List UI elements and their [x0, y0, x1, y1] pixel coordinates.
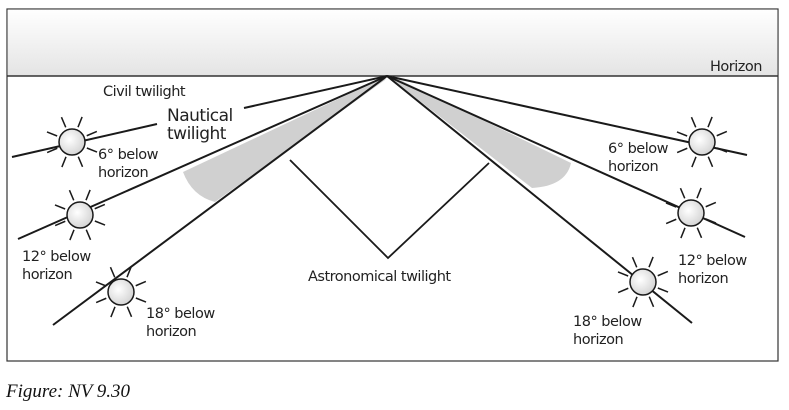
sun-disc — [66, 201, 94, 229]
sun-ray — [705, 218, 717, 224]
sun-ray — [95, 281, 107, 287]
left-6-label-2: horizon — [98, 165, 148, 181]
sun-ray — [676, 131, 688, 137]
sun-ray — [94, 220, 106, 226]
sun-ray — [648, 296, 655, 308]
right-18-label-2: horizon — [573, 332, 623, 348]
right-18-label-1: 18° below — [573, 314, 642, 330]
astronomical-v-marker — [289, 159, 490, 260]
sun-ray — [696, 187, 702, 199]
left-12-label-2: horizon — [22, 267, 72, 283]
left-18-label-2: horizon — [146, 324, 196, 340]
right-shaded-wedge — [390, 76, 571, 188]
civil-twilight-label: Civil twilight — [103, 84, 186, 100]
sun-ray — [690, 116, 697, 128]
sun-ray — [85, 229, 92, 241]
sun-ray — [665, 218, 677, 225]
right-12-label-1: 12° below — [678, 253, 747, 269]
right-civil-line — [386, 75, 748, 156]
sun-ray — [68, 189, 75, 201]
sun-right-18-icon — [617, 256, 669, 308]
left-civil-line-upper — [243, 75, 388, 109]
sun-ray — [696, 227, 703, 239]
sun-ray — [54, 204, 66, 210]
sun-ray — [657, 270, 669, 277]
sun-left-6-icon — [46, 116, 98, 168]
sun-ray — [86, 147, 98, 153]
left-12-label-1: 12° below — [22, 249, 91, 265]
sun-ray — [657, 287, 669, 293]
sun-disc — [629, 268, 657, 296]
nautical-twilight-label-1: Nautical — [167, 106, 233, 126]
sun-disc — [58, 128, 86, 156]
horizon-label: Horizon — [710, 59, 762, 75]
sun-ray — [60, 116, 67, 128]
sun-ray — [617, 287, 629, 294]
sun-ray — [135, 280, 147, 287]
left-18-label-1: 18° below — [146, 306, 215, 322]
sun-ray — [632, 296, 638, 308]
sun-ray — [86, 130, 98, 137]
right-12-label-2: horizon — [678, 271, 728, 287]
sun-ray — [648, 256, 654, 268]
sun-ray — [77, 156, 84, 168]
left-6-label-1: 6° below — [98, 147, 159, 163]
sun-right-6-icon — [676, 116, 728, 168]
sun-right-12-icon — [665, 187, 717, 239]
sun-left-12-icon — [54, 189, 106, 241]
sun-ray — [631, 256, 638, 268]
sun-ray — [679, 187, 686, 199]
nautical-twilight-label-2: twilight — [167, 124, 227, 144]
sun-ray — [716, 130, 728, 137]
sun-disc — [688, 128, 716, 156]
sky-band — [7, 9, 778, 77]
sun-ray — [77, 116, 83, 128]
sun-ray — [680, 227, 686, 239]
sun-ray — [126, 266, 132, 278]
sun-ray — [707, 116, 713, 128]
sun-ray — [54, 220, 66, 227]
sun-ray — [716, 147, 728, 153]
sun-ray — [61, 156, 67, 168]
sun-ray — [691, 156, 697, 168]
sun-ray — [707, 156, 714, 168]
sun-ray — [94, 203, 106, 210]
astronomical-twilight-label: Astronomical twilight — [308, 269, 451, 285]
sun-ray — [126, 306, 133, 318]
sun-ray — [95, 297, 107, 304]
sun-ray — [110, 306, 116, 318]
figure-caption: Figure: NV 9.30 — [6, 381, 131, 402]
sun-ray — [109, 266, 116, 278]
sun-ray — [705, 201, 717, 208]
sun-disc — [107, 278, 135, 306]
left-astronomical-line — [52, 75, 388, 326]
sun-ray — [676, 147, 688, 154]
sun-ray — [46, 147, 58, 154]
right-6-label-2: horizon — [608, 159, 658, 175]
sun-left-18-icon — [95, 266, 147, 318]
sun-ray — [665, 202, 677, 208]
sun-ray — [69, 229, 75, 241]
sun-ray — [135, 297, 147, 303]
right-6-label-1: 6° below — [608, 141, 669, 157]
sun-ray — [617, 271, 629, 277]
sun-disc — [677, 199, 705, 227]
sun-ray — [46, 131, 58, 137]
left-shaded-wedge — [183, 76, 387, 202]
sun-ray — [85, 189, 91, 201]
